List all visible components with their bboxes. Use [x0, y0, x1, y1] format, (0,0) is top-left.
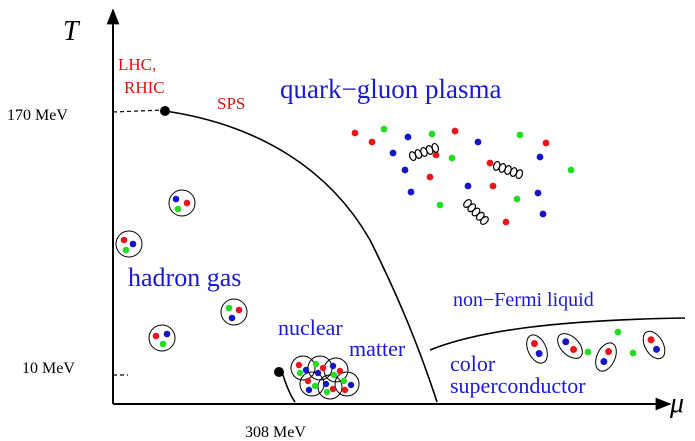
y-tick-10: 10 MeV	[22, 360, 75, 377]
label-color: color	[450, 351, 496, 376]
qgp-quarks	[351, 125, 575, 226]
cooper-pair-4	[642, 330, 666, 360]
label-hadron-gas: hadron gas	[128, 263, 241, 292]
label-lhc: LHC,	[118, 55, 156, 74]
y-tick-170: 170 MeV	[7, 107, 68, 124]
critical-point-170	[160, 106, 170, 116]
nuclear-cluster	[290, 355, 360, 400]
label-sps: SPS	[217, 94, 245, 113]
gluon-2	[492, 160, 524, 180]
csc-free-quarks	[584, 328, 637, 357]
critical-point-nuclear	[274, 367, 284, 377]
gluon-3	[463, 199, 489, 225]
x-axis-label: μ	[669, 388, 684, 419]
hadron-2	[115, 230, 143, 258]
hadron-1	[168, 189, 196, 217]
cooper-pair-3	[595, 342, 617, 372]
hadron-3	[220, 298, 248, 326]
x-tick-308: 308 MeV	[245, 424, 306, 441]
cooper-pair-1	[526, 334, 548, 364]
gluon-1	[408, 142, 440, 162]
y-guide-170	[112, 109, 165, 113]
label-qgp: quark−gluon plasma	[280, 74, 501, 104]
hadron-qgp-boundary	[164, 110, 438, 403]
label-superconductor: superconductor	[450, 373, 586, 398]
csc-boundary	[429, 317, 686, 351]
label-non-fermi: non−Fermi liquid	[453, 289, 594, 311]
label-matter: matter	[349, 336, 406, 361]
hadron-4	[148, 324, 176, 352]
cooper-pair-2	[557, 333, 583, 359]
y-axis-label: T	[63, 16, 81, 47]
label-nuclear: nuclear	[278, 315, 343, 340]
label-rhic: RHIC	[124, 78, 165, 97]
nuclear-liquid-gas-line	[281, 371, 296, 403]
